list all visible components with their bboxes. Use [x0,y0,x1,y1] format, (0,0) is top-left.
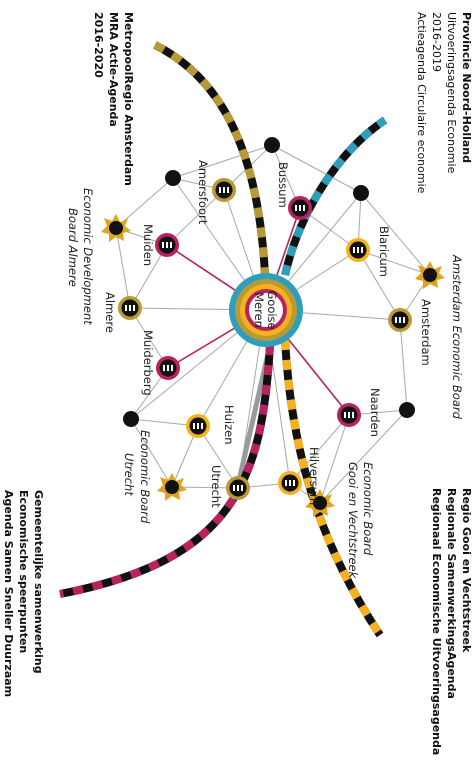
route-olive-dash [153,41,269,276]
agenda-noord-holland: Provincie Noord-Holland Uitvoeringsagend… [415,12,473,194]
label-huizen: Huizen [222,405,236,445]
people-node-muiderberg [156,356,180,380]
agenda-gooi-line1: Regio Gooi en Vechtstreek [460,488,473,653]
municipality-labels: Bussum Amersfoort Muiden Almere Muiderbe… [103,160,433,508]
board-utrecht-line2: Utrecht [122,453,136,496]
agenda-mra-line2: MRA Actie-Agenda [107,12,120,127]
label-blaricum: Blaricum [377,226,391,277]
label-almere: Almere [103,292,117,333]
people-node-hilversum [278,471,302,495]
people-node-almere [118,296,142,320]
people-node-amsterdam [388,308,412,332]
center-label-line1: Gooise [265,290,279,329]
sun-icon [157,473,187,501]
label-muiden: Muiden [141,224,155,266]
board-almere-line1: Economic Development [81,188,95,325]
people-node-amersfoort [212,178,236,202]
agenda-gem-line3: Agenda Samen Sneller Duurzaam [2,490,15,697]
agenda-gooi-line3: Regionaal Economische Uitvoeringsagenda [430,488,443,755]
people-node-muiden [155,233,179,257]
people-node-blaricum [346,238,370,262]
agenda-nh-line3: 2016-2019 [430,12,443,72]
agenda-nh-line1: Provincie Noord-Holland [460,12,473,163]
agenda-gooi: Regio Gooi en Vechtstreek Regionale Same… [430,488,473,755]
sun-icon [101,214,131,242]
label-naarden: Naarden [368,388,382,437]
people-node-huizen [186,414,210,438]
board-gooi-line2: Gooi en Vechtstreek [346,462,360,580]
people-node-naarden [337,403,361,427]
board-amsterdam-line1: Amsterdam Economic Board [450,254,464,420]
sun-icon [305,489,335,517]
board-labels: Economic Development Board Almere Amster… [66,188,464,580]
route-orange-dash [281,339,384,638]
label-utrecht: Utrecht [209,465,223,508]
label-bussum: Bussum [276,162,290,208]
board-almere-line2: Board Almere [66,208,80,287]
center-label-line2: Meren [252,292,266,328]
municipality-nodes [118,178,412,500]
label-muiderberg: Muiderberg [141,330,155,396]
route-magenta-base [59,344,274,598]
people-node-utrecht [226,476,250,500]
black-nodes [123,137,415,427]
agenda-mra-line3: 2016-2020 [92,12,105,78]
route-teal-dash [281,116,388,276]
label-amsterdam: Amsterdam [419,299,433,366]
people-node-bussum [288,196,312,220]
agenda-gem-line1: Gemeentelijke samenwerking [32,490,45,674]
agenda-mra-line1: MetropoolRegio Amsterdam [122,12,135,186]
board-gooi-line1: Economic Board [361,462,375,556]
agenda-mra: MetropoolRegio Amsterdam MRA Actie-Agend… [92,12,135,186]
label-amersfoort: Amersfoort [196,160,210,225]
center-hub: Gooise Meren [229,273,303,347]
agenda-nh-line2: Uitvoeringsagenda Economie [445,12,458,174]
sun-icon [415,261,445,289]
board-utrecht-line1: Economic Board [138,430,152,524]
agenda-gem-line2: Economische speerpunten [17,490,30,653]
sun-nodes [101,214,445,517]
agenda-gooi-line2: Regionale SamenwerkingsAgenda [445,488,458,699]
label-hilversum: Hilversum [307,447,321,505]
agenda-nh-line4: Actieagenda Circulaire economie [415,12,428,194]
agenda-gemeente: Gemeentelijke samenwerking Economische s… [2,490,45,697]
